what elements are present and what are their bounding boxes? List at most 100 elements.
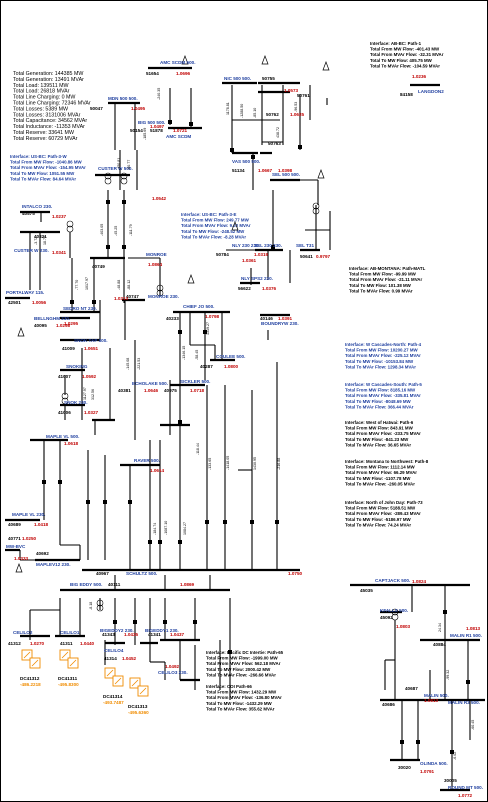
bus-number: 40967	[96, 571, 109, 576]
bus-voltage-pu: 1.0718	[190, 388, 204, 393]
bus-name-label: COULEE 500.	[216, 354, 245, 359]
bus-name-label: SCHULTZ 500.	[126, 571, 157, 576]
bus-name-label: ROUND MT 500.	[448, 785, 483, 790]
summary-line: Total Reserve: 60729 MVAr	[13, 136, 78, 142]
branch-flow-value: -77.70	[75, 280, 79, 290]
branch-flow-value: -118.44	[196, 443, 200, 455]
bus-voltage-pu: 1.0361	[242, 258, 256, 263]
bus-number: 50154	[130, 128, 143, 133]
bus-number: 50047	[90, 106, 103, 111]
bus-name-label: RAVER 500.	[134, 458, 160, 463]
bus-voltage-pu: 1.0791	[420, 769, 434, 774]
summary-line: Total Line Charging: 72346 MVAr	[13, 101, 91, 107]
interface-title: Interface: W Cascades-North: Path-4	[345, 342, 422, 347]
interface-flow-line: Total From MVAr Flow: -225.12 MVAr	[345, 353, 421, 358]
interface-title: Interface: West of Hatwai: Path-6	[345, 420, 414, 425]
branch-flow-value: -48.88	[117, 280, 121, 290]
interface-flow-line: Total From MW Flow: 1112.14 MW	[345, 465, 416, 470]
bus-voltage-pu: 1.0327	[84, 410, 98, 415]
bus-name-label: AMC SCDM	[166, 134, 191, 139]
interface-flow-line: Total From MW Flow: 10200.27 MW	[345, 348, 418, 353]
dc-terminal-value: -495.6360	[128, 710, 149, 715]
bus-name-label: MDN 500 500.	[108, 96, 138, 101]
branch-flow-value: -85.10	[253, 108, 257, 118]
interface-flow-line: Total To MW Flow: -1107.78 MW	[345, 476, 411, 481]
bus-voltage-pu: 1.0298	[56, 323, 70, 328]
dc-converters: DC41312-486.2218DC41311-495.8300DC41314-…	[20, 649, 149, 715]
bus-name-label: CELILO1	[60, 630, 80, 635]
summary-line: Total Load: 26818 MVAr	[13, 89, 70, 95]
branch-flow-value: -96.53	[294, 102, 298, 112]
bus-number: 45035	[360, 588, 373, 593]
branch-flow-value: 18.79	[43, 236, 47, 245]
bus-voltage-pu: 1.0440	[80, 641, 94, 646]
bus-name-label: LANGDON2	[418, 89, 444, 94]
branch-flow-value: -403.05	[100, 224, 104, 236]
summary-line: Total Line Charging: 0 MW	[13, 95, 75, 101]
bus-name-label: CHIEF JO 500.	[183, 304, 214, 309]
bus-name-label: MW-BVC	[6, 544, 26, 549]
bus-name-label: CELILO3 230.	[158, 670, 188, 675]
dc-terminal-name: DC41313	[128, 704, 148, 709]
bus-number: 30020	[398, 765, 411, 770]
interface-flow-line: Total To MVAr Flow: 0.99 MVAr	[349, 288, 413, 293]
bus-number: 40747	[126, 294, 139, 299]
bus-voltage-pu: 1.0452	[122, 656, 136, 661]
bus-number: 50763	[268, 141, 281, 146]
branch-flow-value: -221.53	[137, 358, 141, 370]
bus-name-label: SNOKING	[66, 364, 88, 369]
bus-name-label: CAPTJACK 500.	[375, 578, 410, 583]
bus-number: 51878	[150, 128, 163, 133]
bus-voltage-pu: 1.0435	[124, 632, 138, 637]
bus-voltage-pu: 1.0667	[258, 168, 272, 173]
bus-name-label: SICKLER 500.	[180, 379, 210, 384]
bus-name-label: CUSTER W 500.	[98, 166, 133, 171]
dc-converter-slash	[31, 659, 39, 667]
bus-voltage-pu: 1.0803	[396, 624, 410, 629]
interface-flow-line: Total To MW Flow: -5186.97 MW	[345, 517, 412, 522]
branch-flow-value: -1418.05	[226, 456, 230, 470]
bus-number: 56622	[238, 286, 251, 291]
bus-voltage-pu: 1.0497	[150, 124, 164, 129]
dc-converter-slash	[106, 669, 114, 677]
bus-voltage-pu: 1.0721	[173, 128, 187, 133]
bus-voltage-pu: 1.0813	[424, 698, 438, 703]
bus-voltage-pu: 1.0313	[114, 296, 128, 301]
bus-number: 50784	[216, 252, 229, 257]
branch-flow-value: 1017.97	[85, 277, 89, 290]
bus-voltage-pu: 0.9797	[316, 254, 330, 259]
bus-name-label: VAS 500 500.	[232, 159, 260, 164]
bus-name-label: SEL T31	[296, 243, 314, 248]
interface-flow-line: Total From MVAr Flow: -136.80 MVAr	[206, 695, 282, 700]
bus-voltage-pu: 1.0250	[22, 536, 36, 541]
bus-number: 41311	[60, 641, 73, 646]
interface-title: Interface: AB-MONTANA: Path-MATL	[349, 266, 426, 271]
bus-name-label: MALIN R3 500.	[448, 700, 480, 705]
bus-voltage-pu: 1.0800	[224, 364, 238, 369]
bus-number: 41343	[102, 632, 115, 637]
bus-number: 40689	[8, 522, 21, 527]
breakers	[42, 120, 470, 754]
generators	[15, 55, 330, 573]
bus-voltage-pu: 1.0237	[52, 214, 66, 219]
bus-voltage-pu: 1.0646	[144, 388, 158, 393]
bus-voltage-pu: 1.0398	[278, 168, 292, 173]
interface-flow-line: Total To MVAr Flow: 1298.34 MVAr	[345, 364, 416, 369]
interface-flow-line: Total To MW Flow: -10153.84 MW	[345, 359, 414, 364]
branch-flow-value: -60.45	[471, 720, 475, 730]
bus-number: 40111	[108, 582, 121, 587]
interface-title: Interface: Pacific DC Intertie: Path-65	[206, 650, 284, 655]
bus-number: 40692	[36, 551, 49, 556]
summary-line: Total Inductance: -11353 MVAr	[13, 124, 85, 130]
bus-name-label: BIGEDDY2 230.	[100, 628, 134, 633]
buses	[5, 66, 485, 792]
interface-flow-line: Total From MVAr Flow: -233.75 MVAr	[345, 431, 421, 436]
bus-voltage-pu: 1.0295	[64, 321, 78, 326]
interface-flow-line: Total To MVAr Flow: 84.64 MVAr	[10, 176, 76, 181]
bus-number: 40233	[166, 316, 179, 321]
branch-flow-value: -185.69	[143, 128, 147, 140]
bus-number: 41341	[148, 632, 161, 637]
interface-flow-line: Total From MVAr Flow: -32.31 MVAr	[370, 52, 444, 57]
summary-line: Total Generation: 144385 MW	[13, 71, 83, 77]
branch-flow-value: -1288.50	[240, 104, 244, 118]
